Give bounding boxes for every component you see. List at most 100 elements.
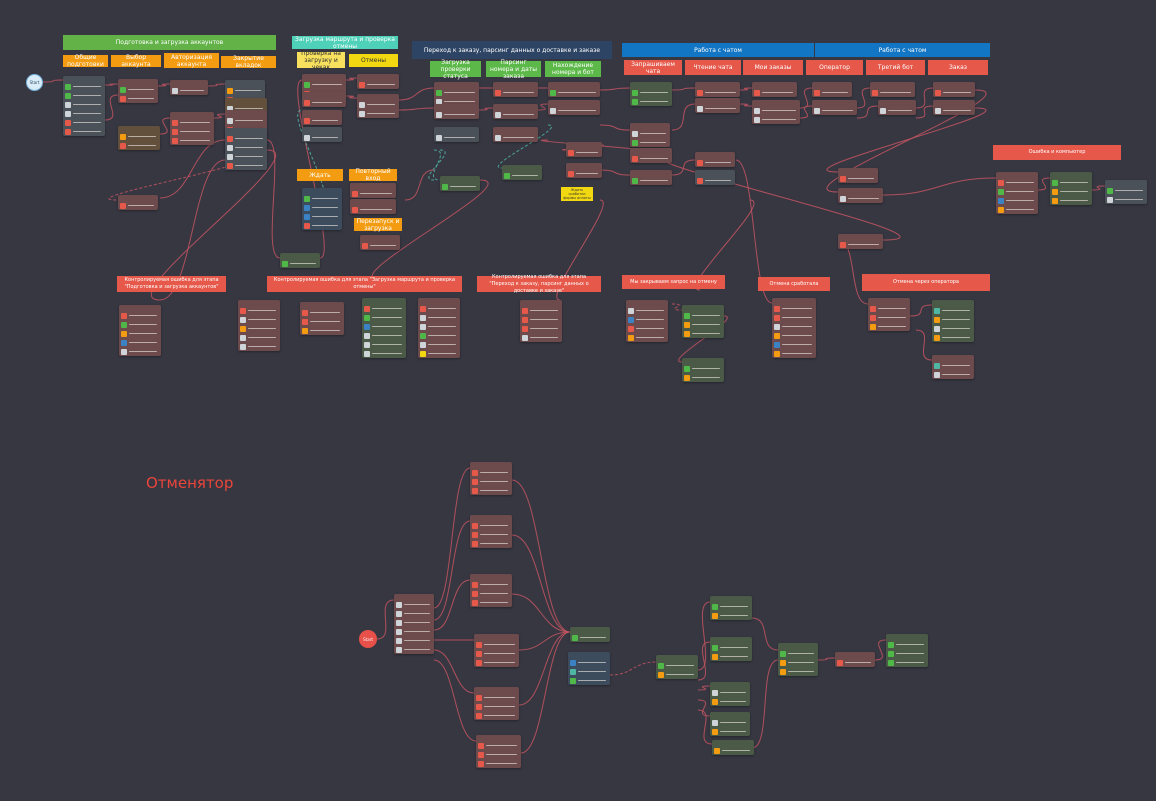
flow-action-row[interactable] <box>362 322 406 331</box>
flow-action-row[interactable] <box>350 189 396 198</box>
flow-block[interactable] <box>626 300 668 342</box>
flow-block[interactable] <box>878 100 916 115</box>
flow-action-row[interactable] <box>933 88 975 97</box>
flow-block[interactable] <box>566 163 602 178</box>
flow-action-row[interactable] <box>394 645 434 654</box>
flow-action-row[interactable] <box>682 320 724 329</box>
flow-action-row[interactable] <box>302 80 346 89</box>
flow-block[interactable] <box>1050 172 1092 205</box>
flow-action-row[interactable] <box>878 106 916 115</box>
flow-action-row[interactable] <box>996 178 1038 187</box>
flow-action-row[interactable] <box>362 331 406 340</box>
flow-action-row[interactable] <box>470 589 512 598</box>
flow-block[interactable] <box>493 104 538 119</box>
flow-action-row[interactable] <box>474 640 519 649</box>
flow-block[interactable] <box>470 462 512 495</box>
flow-action-row[interactable] <box>772 340 816 349</box>
flow-action-row[interactable] <box>118 141 160 150</box>
flow-block[interactable] <box>493 82 538 97</box>
flow-block[interactable] <box>1105 180 1147 204</box>
flow-action-row[interactable] <box>350 205 396 214</box>
flow-action-row[interactable] <box>63 109 105 118</box>
flow-block[interactable] <box>238 300 280 351</box>
flow-action-row[interactable] <box>434 110 479 119</box>
flow-action-row[interactable] <box>630 97 672 106</box>
flow-action-row[interactable] <box>362 349 406 358</box>
flow-action-row[interactable] <box>300 317 344 326</box>
flow-block[interactable] <box>932 300 974 342</box>
flow-action-row[interactable] <box>493 88 538 97</box>
flow-action-row[interactable] <box>238 342 280 351</box>
flow-action-row[interactable] <box>932 306 974 315</box>
flow-action-row[interactable] <box>772 331 816 340</box>
flow-action-row[interactable] <box>710 602 752 611</box>
flow-action-row[interactable] <box>752 88 797 97</box>
flow-block[interactable] <box>695 82 740 97</box>
flow-block[interactable] <box>302 127 342 142</box>
flow-action-row[interactable] <box>418 349 460 358</box>
flow-action-row[interactable] <box>548 106 600 115</box>
flow-action-row[interactable] <box>474 658 519 667</box>
flow-block[interactable] <box>225 128 267 170</box>
flow-action-row[interactable] <box>695 158 735 167</box>
flow-action-row[interactable] <box>280 259 320 268</box>
flow-action-row[interactable] <box>520 324 562 333</box>
flow-action-row[interactable] <box>170 136 214 145</box>
flow-action-row[interactable] <box>695 176 735 185</box>
flow-action-row[interactable] <box>238 324 280 333</box>
flow-action-row[interactable] <box>682 311 724 320</box>
flow-action-row[interactable] <box>470 468 512 477</box>
flow-action-row[interactable] <box>682 373 724 382</box>
flow-action-row[interactable] <box>710 652 752 661</box>
flow-action-row[interactable] <box>996 187 1038 196</box>
flow-action-row[interactable] <box>170 86 208 95</box>
flow-action-row[interactable] <box>119 311 161 320</box>
flow-block[interactable] <box>170 80 208 95</box>
flow-action-row[interactable] <box>656 661 698 670</box>
flow-action-row[interactable] <box>570 633 610 642</box>
flow-action-row[interactable] <box>118 132 160 141</box>
flow-action-row[interactable] <box>474 649 519 658</box>
flow-action-row[interactable] <box>300 326 344 335</box>
flow-action-row[interactable] <box>868 313 910 322</box>
flow-action-row[interactable] <box>474 702 519 711</box>
flow-action-row[interactable] <box>1050 178 1092 187</box>
flow-action-row[interactable] <box>63 118 105 127</box>
flow-action-row[interactable] <box>470 598 512 607</box>
flow-action-row[interactable] <box>772 304 816 313</box>
flow-block[interactable] <box>118 79 158 103</box>
flow-action-row[interactable] <box>502 171 542 180</box>
flow-action-row[interactable] <box>932 324 974 333</box>
flow-block[interactable] <box>838 168 878 183</box>
flow-action-row[interactable] <box>710 697 750 706</box>
flow-action-row[interactable] <box>886 649 928 658</box>
flow-block[interactable] <box>440 176 480 191</box>
flow-block[interactable] <box>630 123 670 147</box>
flow-action-row[interactable] <box>119 338 161 347</box>
flow-action-row[interactable] <box>868 304 910 313</box>
flow-action-row[interactable] <box>835 658 875 667</box>
flow-block[interactable] <box>357 74 399 89</box>
flow-block[interactable] <box>302 92 346 107</box>
flow-action-row[interactable] <box>476 750 521 759</box>
flow-action-row[interactable] <box>520 306 562 315</box>
flow-action-row[interactable] <box>394 618 434 627</box>
flow-block[interactable] <box>225 98 267 113</box>
flow-action-row[interactable] <box>225 143 267 152</box>
flow-action-row[interactable] <box>238 333 280 342</box>
flow-action-row[interactable] <box>626 315 668 324</box>
flow-action-row[interactable] <box>630 138 670 147</box>
flow-action-row[interactable] <box>225 104 267 113</box>
flow-action-row[interactable] <box>394 636 434 645</box>
flow-action-row[interactable] <box>238 315 280 324</box>
flow-action-row[interactable] <box>838 240 883 249</box>
flow-action-row[interactable] <box>682 329 724 338</box>
flow-action-row[interactable] <box>118 201 158 210</box>
flow-action-row[interactable] <box>710 688 750 697</box>
flow-action-row[interactable] <box>418 322 460 331</box>
flow-action-row[interactable] <box>470 530 512 539</box>
flow-action-row[interactable] <box>225 86 265 95</box>
flow-action-row[interactable] <box>626 333 668 342</box>
flow-action-row[interactable] <box>63 91 105 100</box>
flow-action-row[interactable] <box>996 196 1038 205</box>
